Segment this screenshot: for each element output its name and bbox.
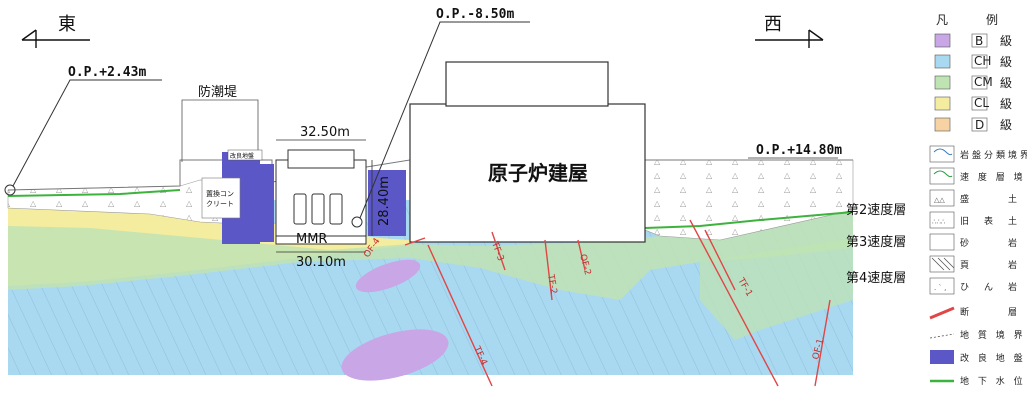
height-label: 28.40m <box>377 176 392 226</box>
cm-band-right <box>700 238 853 340</box>
seawall-label: 防潮堤 <box>198 84 237 100</box>
fault-label-tf2: TF-2 <box>545 273 558 295</box>
svg-text:旧 表 土: 旧 表 土 <box>960 215 1020 227</box>
groundwater-line-right <box>644 211 854 229</box>
elevation-left: O.P.+2.43m <box>68 65 146 80</box>
reactor-label: 原子炉建屋 <box>488 161 588 185</box>
svg-text:級: 級 <box>1000 55 1012 69</box>
svg-text:改 良 地 盤 等: 改 良 地 盤 等 <box>960 352 1027 364</box>
svg-text:級: 級 <box>1000 76 1012 90</box>
callout-line-left <box>12 79 162 187</box>
replacement-concrete-line2: クリート <box>206 200 234 208</box>
improved-ground-label: 改良地盤 <box>230 152 254 160</box>
svg-text:頁 岩: 頁 岩 <box>960 259 1020 271</box>
seawall-bracket <box>181 99 259 162</box>
faults <box>404 219 831 387</box>
legend-rock-class-b: B 級 <box>934 33 1012 48</box>
fault-tf4 <box>427 244 493 387</box>
fill-soil-left-pattern <box>8 180 265 225</box>
callout-line-center <box>359 21 530 219</box>
west-label: 西 <box>764 14 782 35</box>
fault-of1-main <box>689 219 779 387</box>
svg-text:ひ ん 岩: ひ ん 岩 <box>960 281 1020 293</box>
b-class-lens-1 <box>355 259 421 293</box>
callout-point-center <box>351 216 363 228</box>
svg-text:級: 級 <box>1000 97 1012 111</box>
svg-text:断 層: 断 層 <box>960 306 1020 318</box>
top-width-label: 32.50m <box>300 125 350 140</box>
svg-text:CM: CM <box>974 75 993 89</box>
legend-sandstone: 砂 岩 <box>929 233 1020 251</box>
fault-tf2 <box>544 239 553 301</box>
improved-ground-label-box <box>227 149 263 161</box>
legend-shale: 頁 岩 <box>929 255 1020 273</box>
fault-tf3 <box>491 231 506 271</box>
mmr-label: MMR <box>296 232 327 247</box>
improved-ground-2 <box>258 164 274 242</box>
svg-text:B: B <box>975 34 983 48</box>
legend-velocity-boundary: 速 度 層 境 界 <box>929 167 1027 185</box>
legend-rock-class-cm: CM 級 <box>934 75 1012 90</box>
svg-text:岩盤分類境界: 岩盤分類境界 <box>960 149 1027 161</box>
legend-title-2: 例 <box>986 13 998 27</box>
svg-text:砂 岩: 砂 岩 <box>960 237 1020 249</box>
bottom-width-label: 30.10m <box>296 255 346 270</box>
replacement-concrete <box>201 177 241 219</box>
legend-porphyrite: . ˋ , ひ ん 岩 <box>929 277 1020 295</box>
fill-soil-right-pattern <box>645 160 853 240</box>
improved-ground-3 <box>368 170 406 236</box>
layer-label-2: 第2速度層 <box>846 202 906 218</box>
legend-rock-class-ch: CH 級 <box>934 54 1012 69</box>
reactor-building-top <box>445 61 609 107</box>
intake-structure <box>275 149 367 245</box>
east-label: 東 <box>58 14 76 35</box>
b-class-lens-2 <box>341 329 449 381</box>
fault-tf1 <box>704 229 736 291</box>
cm-layer <box>8 210 853 300</box>
layer-label-4: 第4速度層 <box>846 270 906 286</box>
svg-text:盛 土: 盛 土 <box>960 193 1020 205</box>
svg-text:. ˋ ,: . ˋ , <box>934 284 946 292</box>
svg-text:CH: CH <box>974 54 991 68</box>
legend-rock-boundary: 岩盤分類境界 <box>929 145 1027 163</box>
svg-text:D: D <box>975 118 984 132</box>
legend-geologic-boundary: 地 質 境 界 <box>929 329 1026 341</box>
elevation-right: O.P.+14.80m <box>756 143 842 158</box>
layer-label-3: 第3速度層 <box>846 234 906 250</box>
legend: 凡 例 B 級 CH 級 CM 級 CL 級 D <box>929 13 1027 387</box>
legend-title-1: 凡 <box>936 13 948 27</box>
svg-text:級: 級 <box>1000 34 1012 48</box>
reactor-building <box>409 103 646 243</box>
legend-improved-ground: 改 良 地 盤 等 <box>930 350 1027 364</box>
svg-text:速 度 層 境 界: 速 度 層 境 界 <box>960 171 1027 183</box>
legend-old-surface: ∴∴∴ 旧 表 土 <box>929 211 1020 229</box>
svg-text:地 下 水 位: 地 下 水 位 <box>960 375 1026 387</box>
fault-of4 <box>404 237 426 246</box>
groundwater-line <box>7 189 181 197</box>
fault-of1-right <box>814 299 831 387</box>
replacement-concrete-line1: 置換コン <box>206 189 234 198</box>
west-marker: 西 <box>755 14 824 48</box>
fault-of2 <box>577 239 586 271</box>
svg-text:地 質 境 界: 地 質 境 界 <box>960 329 1026 341</box>
svg-text:級: 級 <box>1000 118 1012 132</box>
svg-text:∴∴∴: ∴∴∴ <box>932 218 946 226</box>
legend-fill: △△ 盛 土 <box>929 189 1020 207</box>
legend-rock-class-d: D 級 <box>934 117 1012 132</box>
legend-rock-class-cl: CL 級 <box>934 96 1012 111</box>
svg-text:CL: CL <box>974 96 989 110</box>
elevation-center: O.P.-8.50m <box>436 7 514 22</box>
callout-point-left <box>4 184 16 196</box>
legend-groundwater: 地 下 水 位 <box>930 375 1026 387</box>
svg-text:△△: △△ <box>934 196 945 204</box>
legend-fault: 断 層 <box>929 306 1020 320</box>
east-marker: 東 <box>21 14 90 48</box>
